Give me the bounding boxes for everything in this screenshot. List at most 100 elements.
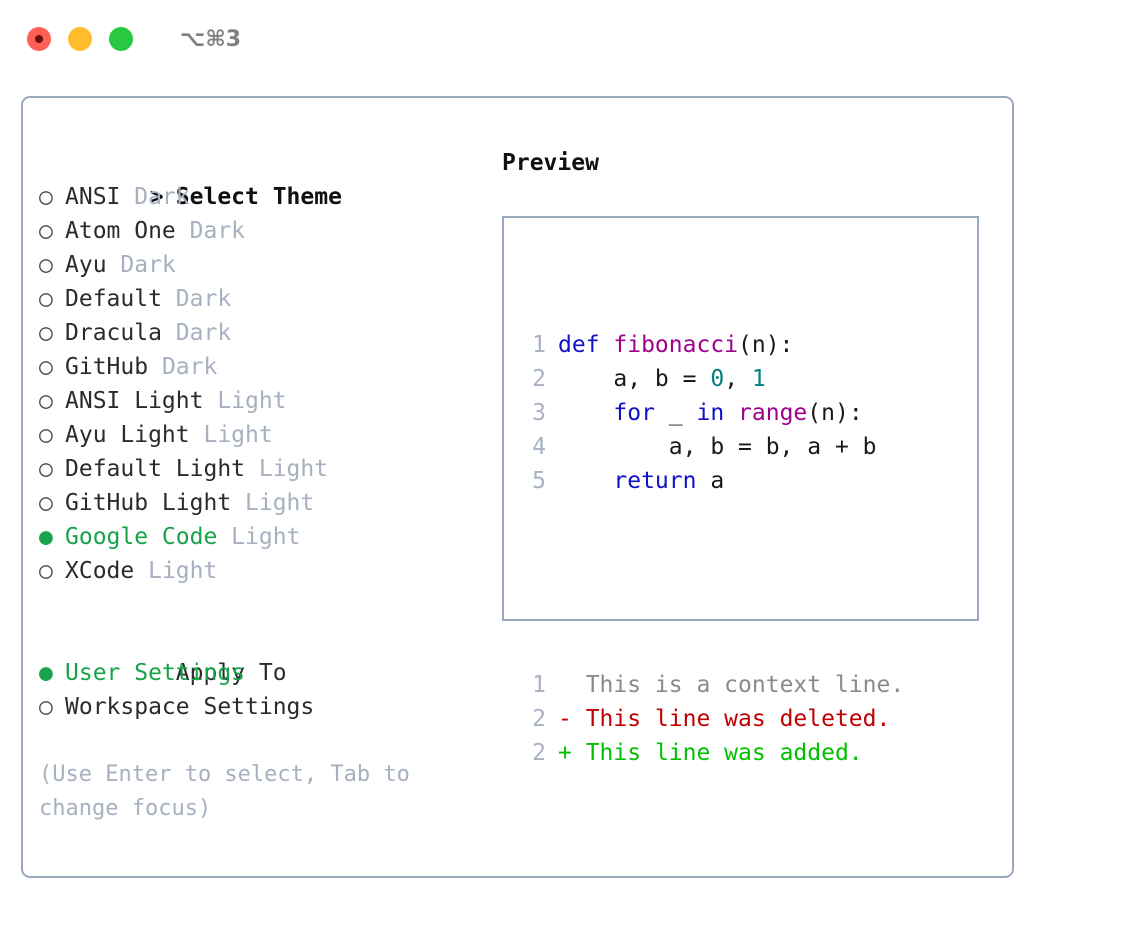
diff-line-text: This line was deleted. — [585, 706, 891, 732]
theme-option-label: Atom One — [65, 218, 176, 244]
theme-option-xcode[interactable]: ○XCode Light — [39, 554, 499, 588]
radio-unselected-icon: ○ — [39, 422, 53, 448]
theme-option-label: ANSI — [65, 184, 121, 210]
apply-to-option-user-settings[interactable]: ●User Settings — [39, 656, 499, 690]
code-line: 5 return a — [520, 464, 904, 498]
theme-option-ansi-light[interactable]: ○ ANSI Light Light — [39, 384, 499, 418]
code-token-num: 0 — [710, 366, 725, 392]
theme-option-default[interactable]: ○ Default Dark — [39, 282, 499, 316]
minimize-button[interactable] — [68, 27, 92, 51]
code-token-fn: range — [738, 400, 808, 426]
theme-variant-badge: Light — [203, 388, 287, 414]
theme-option-ansi[interactable]: ○ ANSI Dark — [39, 180, 499, 214]
theme-option-google-code[interactable]: ● Google Code Light — [39, 520, 499, 554]
theme-variant-badge: Light — [134, 558, 218, 584]
theme-variant-badge: Dark — [161, 286, 232, 312]
radio-unselected-icon: ○ — [39, 320, 53, 346]
select-theme-header: > Select Theme — [39, 146, 499, 210]
line-number: 1 — [532, 672, 546, 698]
radio-unselected-icon: ○ — [39, 456, 53, 482]
theme-option-label: XCode — [65, 558, 135, 584]
radio-unselected-icon: ○ — [39, 286, 53, 312]
theme-variant-badge: Light — [231, 490, 315, 516]
radio-unselected-icon: ○ — [39, 694, 53, 720]
diff-marker — [558, 672, 586, 698]
window-controls — [27, 27, 133, 51]
line-number: 2 — [532, 706, 546, 732]
theme-option-label: Default Light — [65, 456, 246, 482]
code-token-txt: , — [724, 366, 752, 392]
close-button[interactable] — [27, 27, 51, 51]
code-token-num: 1 — [751, 366, 766, 392]
title-bar: ⌥⌘3 — [0, 0, 1140, 78]
code-diff-gap — [520, 566, 904, 600]
diff-line-text: This is a context line. — [585, 672, 905, 698]
line-number: 5 — [532, 468, 546, 494]
diff-line-ctx: 1 This is a context line. — [520, 668, 904, 702]
line-number: 4 — [532, 434, 546, 460]
panel-columns: >Select Theme ○ANSI Dark○Atom One Dark○A… — [23, 98, 1012, 876]
apply-to-header: Apply To — [39, 622, 499, 686]
theme-variant-badge: Dark — [175, 218, 246, 244]
code-token-kw: in — [696, 400, 725, 426]
code-token-txt: _ — [654, 400, 697, 426]
theme-variant-badge: Light — [217, 524, 301, 550]
theme-option-dracula[interactable]: ○Dracula Dark — [39, 316, 499, 350]
apply-to-option-label: Workspace Settings — [65, 694, 315, 720]
code-token-txt — [558, 400, 613, 426]
theme-option-github[interactable]: ○ GitHub Dark — [39, 350, 499, 384]
diff-line-del: 2- This line was deleted. — [520, 702, 904, 736]
theme-variant-badge: Dark — [120, 184, 190, 210]
theme-option-label: ANSI Light — [65, 388, 204, 414]
code-token-txt: a, b = — [558, 366, 711, 392]
theme-selector-panel: >Select Theme ○ANSI Dark○Atom One Dark○A… — [21, 96, 1014, 878]
code-line: 4 a, b = b, a + b — [520, 430, 904, 464]
radio-unselected-icon: ○ — [39, 354, 53, 380]
theme-option-label: Google Code — [65, 524, 218, 550]
keyboard-hint: (Use Enter to select, Tab to change focu… — [39, 762, 410, 821]
theme-option-ayu-light[interactable]: ○Ayu Light Light — [39, 418, 499, 452]
line-number: 1 — [532, 332, 546, 358]
radio-selected-icon: ● — [39, 660, 53, 686]
code-token-txt: (n): — [807, 400, 863, 426]
theme-variant-badge: Dark — [148, 354, 218, 380]
theme-option-label: GitHub — [65, 354, 149, 380]
code-token-fn: fibonacci — [613, 332, 739, 358]
theme-option-label: Ayu — [65, 252, 107, 278]
radio-unselected-icon: ○ — [39, 388, 53, 414]
apply-to-header-label: Apply To — [175, 660, 287, 686]
apply-to-option-workspace-settings[interactable]: ○ Workspace Settings — [39, 690, 499, 724]
diff-sample: 1 This is a context line.2- This line wa… — [520, 668, 904, 770]
code-token-kw: for — [613, 400, 655, 426]
theme-option-ayu[interactable]: ○Ayu Dark — [39, 248, 499, 282]
radio-unselected-icon: ○ — [39, 218, 53, 244]
theme-option-github-light[interactable]: ○GitHub Light Light — [39, 486, 499, 520]
list-spacer — [39, 588, 499, 622]
line-number: 2 — [532, 740, 546, 766]
theme-option-label: Dracula — [65, 320, 162, 346]
radio-unselected-icon: ○ — [39, 184, 53, 210]
theme-list-column: >Select Theme ○ANSI Dark○Atom One Dark○A… — [39, 146, 499, 826]
code-line: 3 for _ in range(n): — [520, 396, 904, 430]
code-token-txt: (n): — [738, 332, 794, 358]
theme-option-default-light[interactable]: ○Default Light Light — [39, 452, 499, 486]
theme-option-list: ○ANSI Dark○Atom One Dark○Ayu Dark○Defaul… — [39, 180, 499, 588]
diff-marker: - — [558, 706, 586, 732]
header-caret-icon: > — [149, 184, 164, 210]
theme-option-label: Default — [65, 286, 162, 312]
line-number: 3 — [532, 400, 546, 426]
select-theme-header-label: Select Theme — [175, 184, 342, 210]
code-token-txt: a — [696, 468, 725, 494]
maximize-button[interactable] — [109, 27, 133, 51]
radio-selected-icon: ● — [39, 524, 53, 550]
theme-option-atom-one[interactable]: ○ Atom One Dark — [39, 214, 499, 248]
diff-line-add: 2+ This line was added. — [520, 736, 904, 770]
code-token-txt: a, b = b, a + b — [558, 434, 877, 460]
preview-title: Preview — [502, 150, 599, 176]
diff-line-text: This line was added. — [585, 740, 863, 766]
radio-unselected-icon: ○ — [39, 490, 53, 516]
